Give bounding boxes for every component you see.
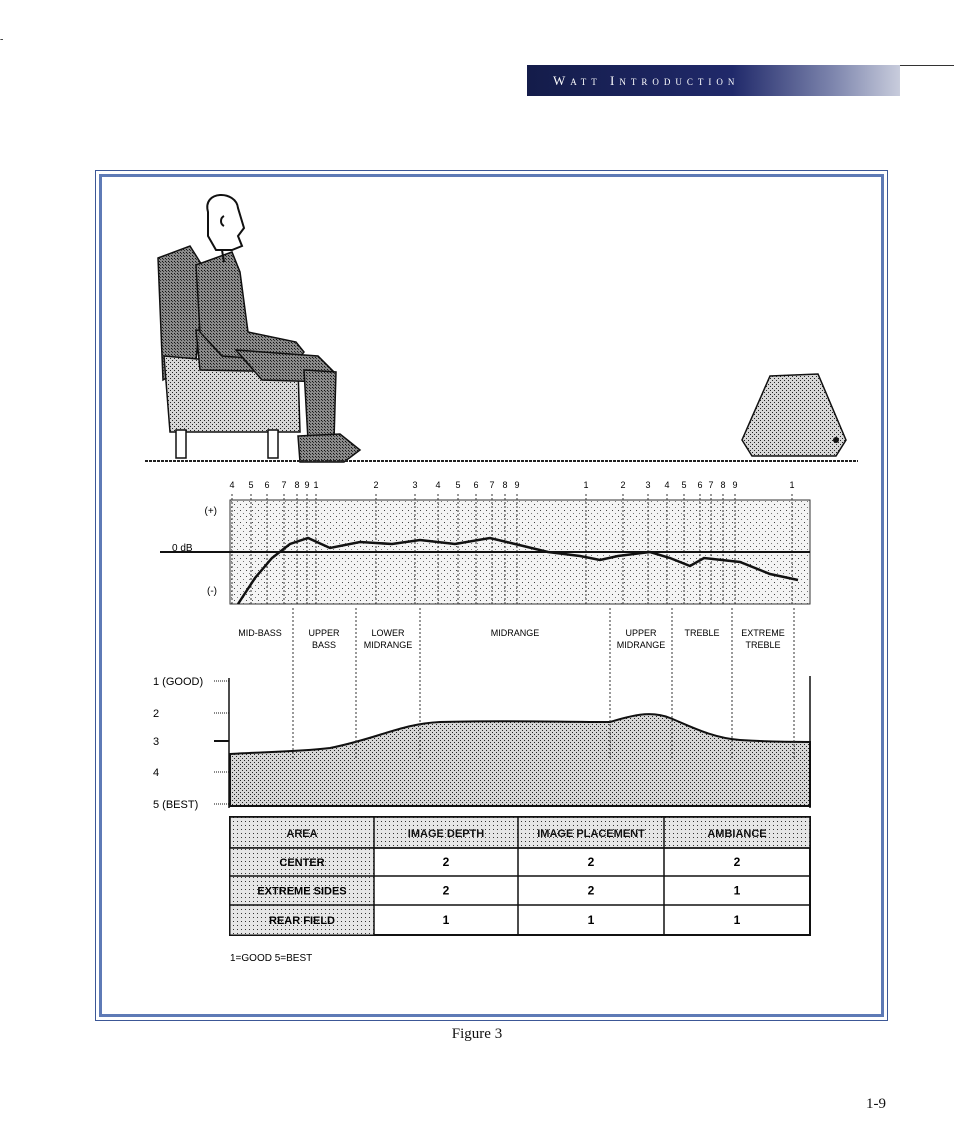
- frequency-tick-label: 7: [708, 480, 713, 490]
- region-label: MIDRANGE: [491, 628, 540, 638]
- score-axis-label: 3: [153, 736, 159, 748]
- running-header: Watt Introduction: [527, 65, 900, 96]
- frequency-tick-label: 6: [697, 480, 702, 490]
- table-header-cell: IMAGE PLACEMENT: [537, 828, 645, 840]
- region-label-second-line: MIDRANGE: [617, 640, 666, 650]
- response-axis-ref-label: 0 dB: [172, 543, 193, 554]
- response-axis-upper-label: (+): [205, 506, 218, 517]
- frequency-tick-label: 7: [489, 480, 494, 490]
- table-cell-value: 2: [588, 884, 595, 898]
- frequency-tick-label: 5: [248, 480, 253, 490]
- table-cell-value: 1: [588, 913, 595, 927]
- spatial-score-table: AREA IMAGE DEPTH IMAGE PLACEMENT AMBIANCE CE…: [229, 816, 811, 936]
- frequency-tick-label: 9: [514, 480, 519, 490]
- table-cell-value: 1: [443, 913, 450, 927]
- frequency-tick-label: 1: [583, 480, 588, 490]
- table-header-cell: IMAGE DEPTH: [408, 828, 484, 840]
- frequency-tick-label: 1: [789, 480, 794, 490]
- region-label-second-line: TREBLE: [745, 640, 780, 650]
- listening-area-score-chart: MID-BASS UPPER BASS LOWER MIDRANGE MIDRANGE UP…: [153, 608, 811, 811]
- region-label: EXTREME: [741, 628, 785, 638]
- running-header-title: Watt Introduction: [553, 72, 740, 88]
- table-area-cell: [229, 875, 375, 906]
- response-axis-lower-label: (-): [207, 586, 217, 597]
- region-label-second-line: BASS: [312, 640, 336, 650]
- frequency-tick-label: 3: [412, 480, 417, 490]
- frequency-response-curve: [236, 536, 799, 605]
- region-label-second-line: MIDRANGE: [364, 640, 413, 650]
- region-dividers: [292, 608, 795, 760]
- score-axis-label: 2: [153, 708, 159, 720]
- loudspeaker-illustration: [741, 373, 847, 457]
- table-cell-value: 2: [443, 884, 450, 898]
- frequency-tick-label: 7: [281, 480, 286, 490]
- frequency-tick-label: 4: [435, 480, 440, 490]
- frequency-tick-label: 5: [681, 480, 686, 490]
- table-row-area: REAR FIELD: [269, 915, 335, 927]
- score-legend: 1=GOOD 5=BEST: [230, 953, 312, 964]
- table-area-cell: [229, 847, 375, 877]
- score-axis-label: 4: [153, 767, 159, 779]
- frequency-tick-label: 8: [294, 480, 299, 490]
- region-label: UPPER: [625, 628, 657, 638]
- table-row-area: CENTER: [279, 857, 324, 869]
- frequency-tick-label: 6: [473, 480, 478, 490]
- table-cell-value: 2: [443, 855, 450, 869]
- page-number: 1-9: [866, 1096, 886, 1112]
- frequency-response-grid: (+) 0 dB (-): [160, 494, 811, 605]
- frequency-tick-label: 8: [720, 480, 725, 490]
- table-cell-value: 1: [734, 913, 741, 927]
- listener-in-chair-illustration: [157, 194, 362, 463]
- table-header-cell: AREA: [286, 828, 317, 840]
- frequency-tick-label: 2: [373, 480, 378, 490]
- frequency-tick-label: 9: [732, 480, 737, 490]
- frequency-tick-label: 5: [455, 480, 460, 490]
- frequency-tick-label: 3: [645, 480, 650, 490]
- score-area-fill: [229, 713, 811, 807]
- region-label: UPPER: [308, 628, 340, 638]
- frequency-tick-label: 9: [304, 480, 309, 490]
- header-rule: [880, 65, 954, 66]
- table-area-cell: [229, 904, 375, 936]
- table-cell-value: 1: [734, 884, 741, 898]
- table-row-area: EXTREME SIDES: [257, 886, 346, 898]
- score-axis: 1 (GOOD) 2 3 4 5 (BEST): [153, 676, 229, 811]
- score-axis-label: 5 (BEST): [153, 799, 198, 811]
- frequency-tick-label: 4: [229, 480, 234, 490]
- corner-mark: -: [0, 34, 4, 45]
- figure-frame-border: [99, 174, 884, 1017]
- table-cell-value: 2: [588, 855, 595, 869]
- frequency-tick-label: 2: [620, 480, 625, 490]
- table-header-cell: AMBIANCE: [707, 828, 766, 840]
- table-header-row: [229, 816, 811, 849]
- region-label: LOWER: [371, 628, 405, 638]
- region-label: TREBLE: [684, 628, 719, 638]
- frequency-tick-label: 1: [313, 480, 318, 490]
- region-label: MID-BASS: [238, 628, 282, 638]
- score-axis-label: 1 (GOOD): [153, 676, 203, 688]
- table-cell-value: 2: [734, 855, 741, 869]
- figure-caption: Figure 3: [451, 1026, 503, 1042]
- frequency-tick-label: 4: [664, 480, 669, 490]
- region-labels: MID-BASS UPPER BASS LOWER MIDRANGE MIDRANGE UP…: [238, 628, 785, 650]
- frequency-tick-label: 6: [264, 480, 269, 490]
- frequency-tick-label: 8: [502, 480, 507, 490]
